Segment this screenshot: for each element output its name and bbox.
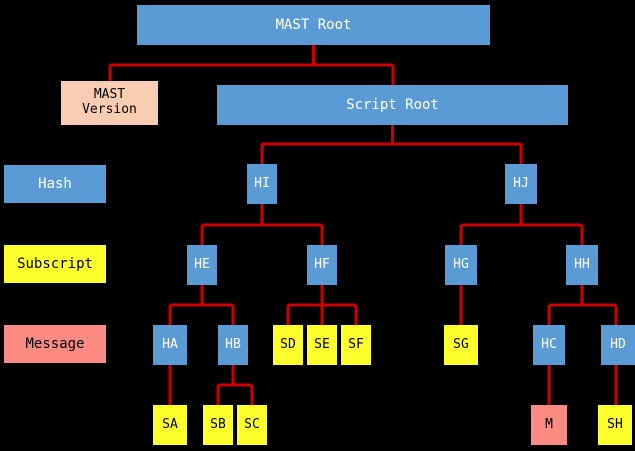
node-sb[interactable]: SB bbox=[203, 405, 233, 445]
node-sh[interactable]: SH bbox=[598, 405, 632, 445]
node-hd[interactable]: HD bbox=[601, 325, 635, 365]
legend-item-hash: Hash bbox=[4, 165, 106, 203]
node-hi[interactable]: HI bbox=[247, 164, 277, 204]
node-he[interactable]: HE bbox=[187, 245, 217, 285]
node-script-root[interactable]: Script Root bbox=[217, 85, 568, 125]
node-sa[interactable]: SA bbox=[153, 405, 187, 445]
node-hj[interactable]: HJ bbox=[505, 164, 537, 204]
legend-item-message: Message bbox=[4, 325, 106, 363]
node-hf[interactable]: HF bbox=[307, 245, 337, 285]
legend-label-message: Message bbox=[25, 336, 85, 352]
node-m[interactable]: M bbox=[531, 405, 567, 445]
node-hg[interactable]: HG bbox=[445, 245, 477, 285]
node-hc[interactable]: HC bbox=[533, 325, 565, 365]
node-sf[interactable]: SF bbox=[341, 325, 371, 365]
node-mast-version[interactable]: MAST Version bbox=[61, 81, 158, 125]
node-hb[interactable]: HB bbox=[218, 325, 248, 365]
legend-item-subscript: Subscript bbox=[4, 245, 106, 283]
node-ha[interactable]: HA bbox=[153, 325, 187, 365]
node-sd[interactable]: SD bbox=[273, 325, 303, 365]
node-sc[interactable]: SC bbox=[237, 405, 267, 445]
legend-label-subscript: Subscript bbox=[17, 256, 93, 272]
node-hh[interactable]: HH bbox=[566, 245, 598, 285]
legend-label-hash: Hash bbox=[38, 176, 72, 192]
node-sg[interactable]: SG bbox=[444, 325, 478, 365]
node-se[interactable]: SE bbox=[307, 325, 337, 365]
node-mast-root[interactable]: MAST Root bbox=[137, 5, 490, 45]
